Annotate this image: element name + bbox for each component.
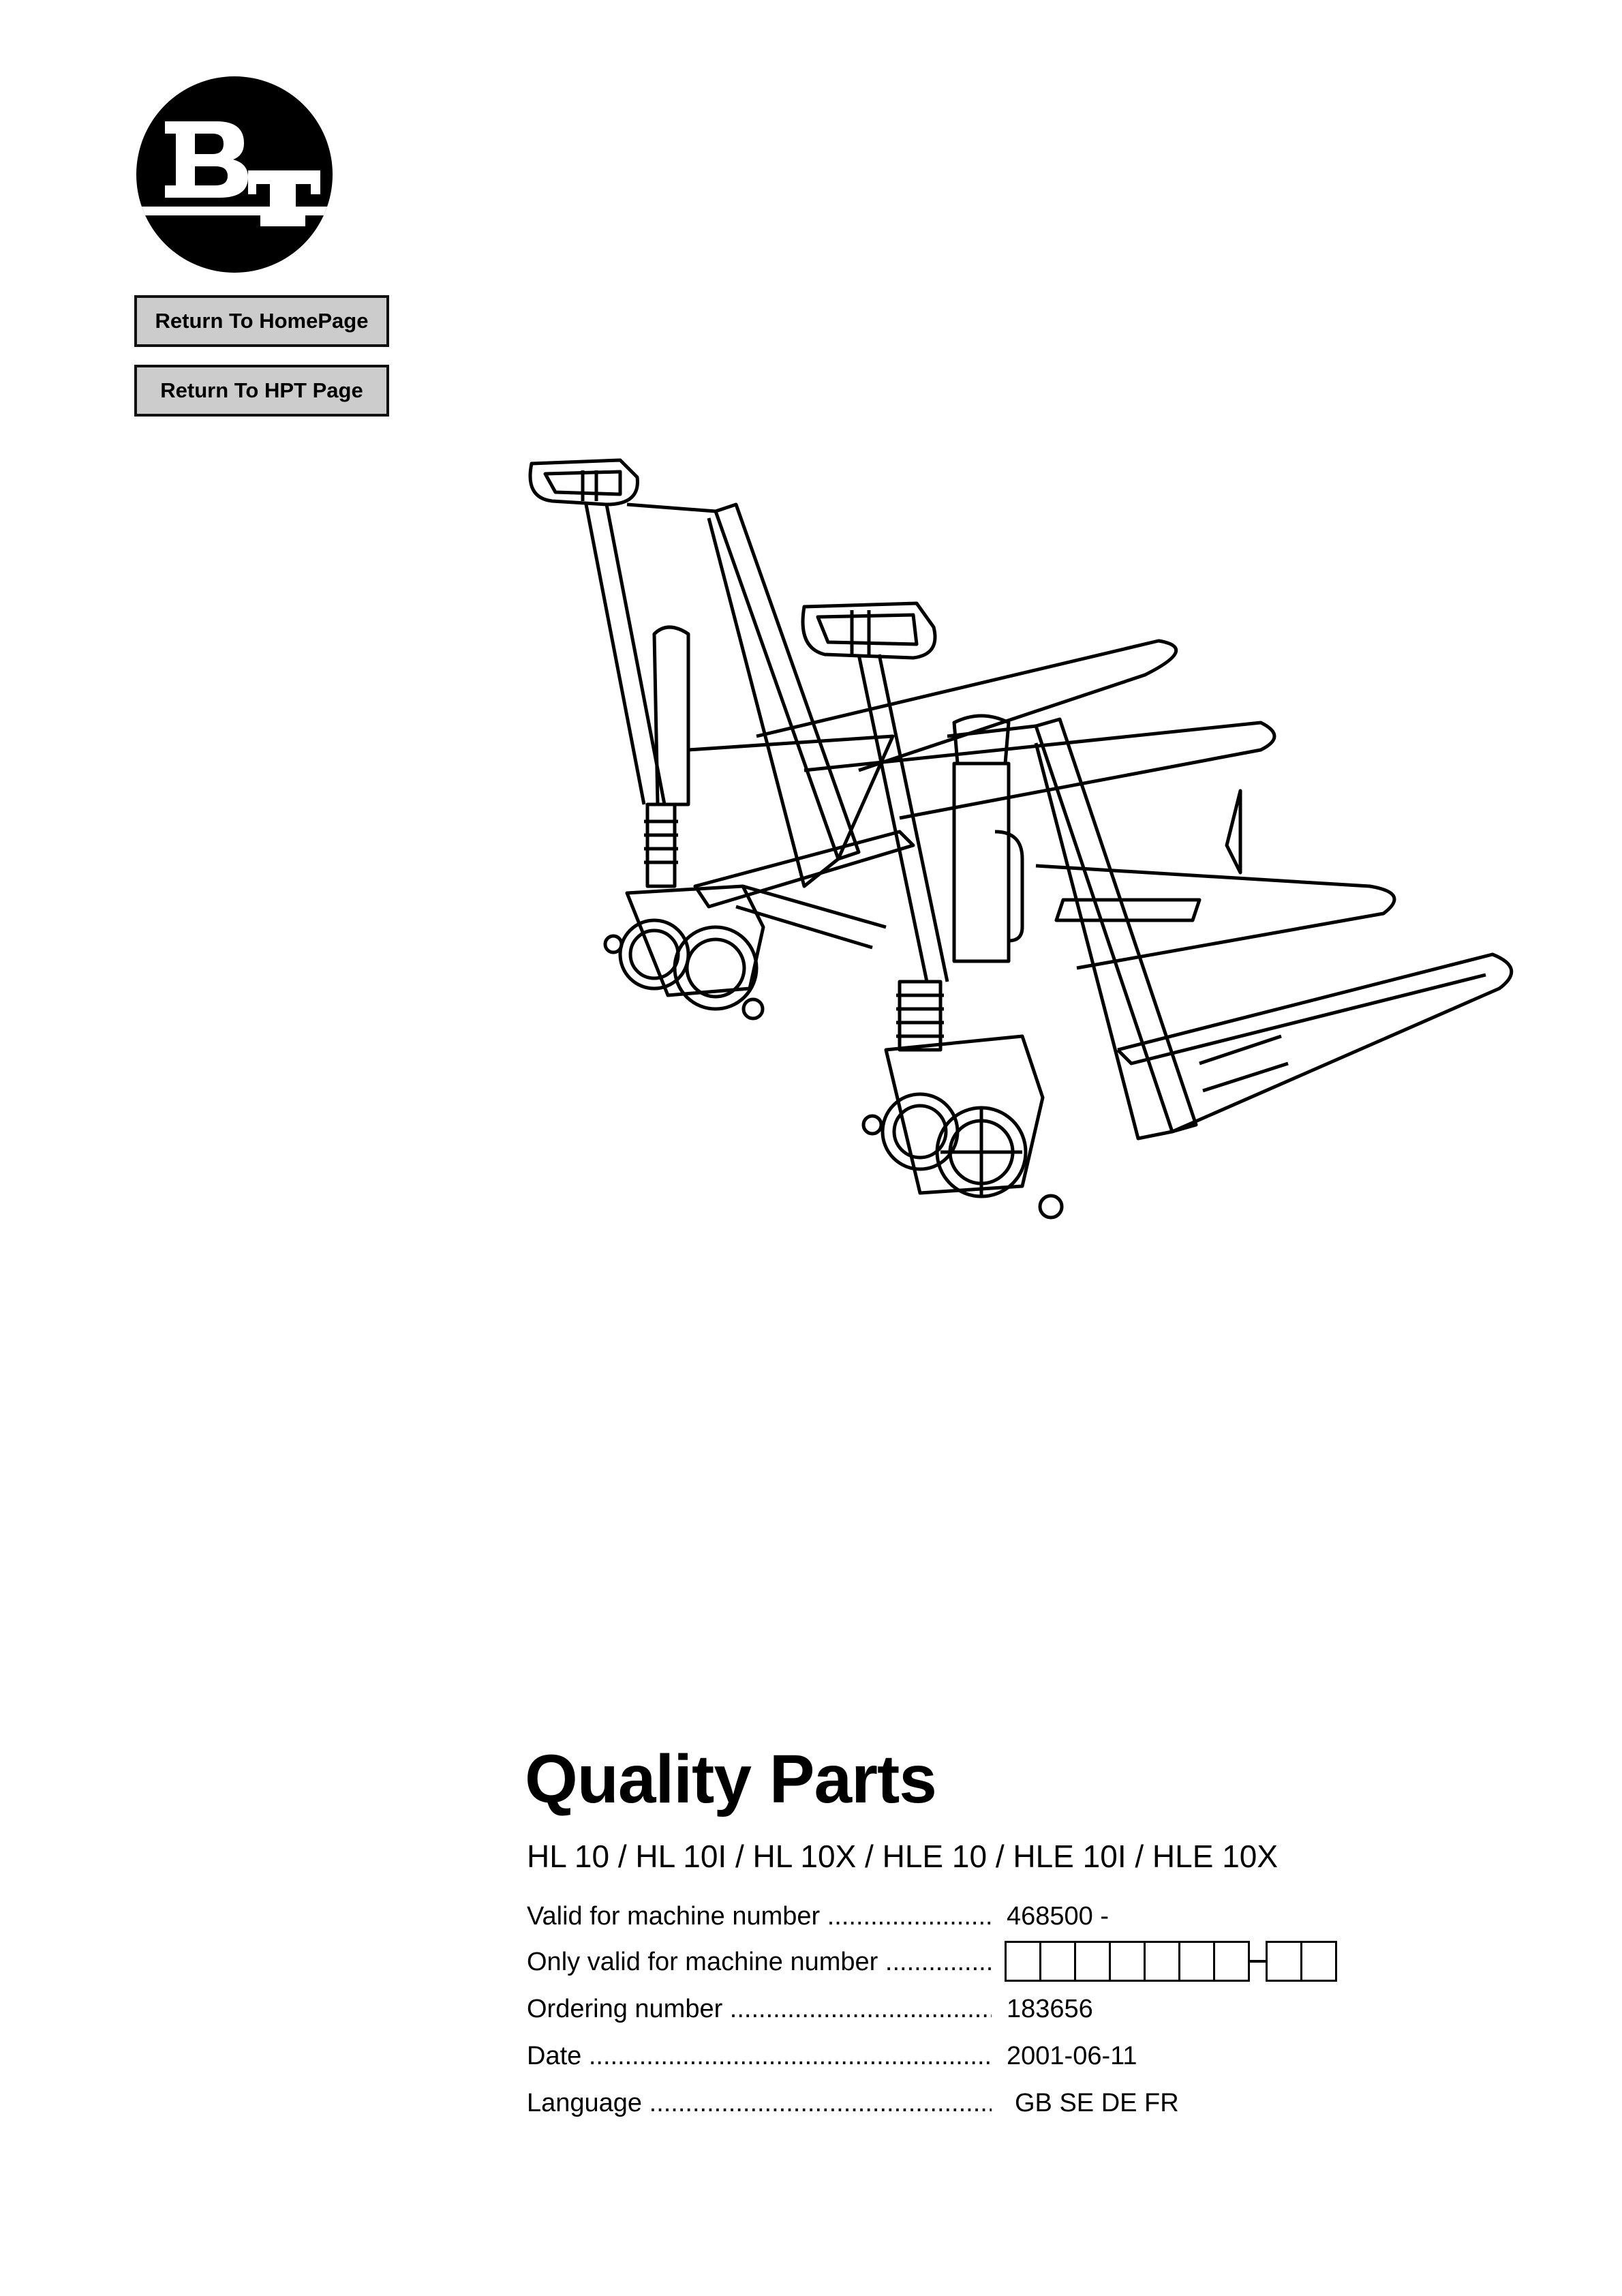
- bt-logo: [136, 76, 333, 273]
- field-ordering-number: Ordering number 183656: [527, 1992, 1413, 2026]
- digit-box: [1266, 1941, 1302, 1982]
- digit-box: [1144, 1941, 1180, 1982]
- field-value: 468500 -: [1007, 1902, 1110, 1931]
- field-label: Language: [527, 2086, 992, 2120]
- digit-box: [1178, 1941, 1215, 1982]
- field-value: 2001-06-11: [1007, 2042, 1137, 2070]
- separator-dash: [1249, 1960, 1266, 1963]
- return-to-hpt-page-button[interactable]: Return To HPT Page: [134, 365, 389, 417]
- field-value: 183656: [1007, 1995, 1093, 2023]
- pallet-truck-front: [801, 601, 1514, 1220]
- return-to-homepage-button[interactable]: Return To HomePage: [134, 295, 389, 347]
- model-list: HL 10 / HL 10I / HL 10X / HLE 10 / HLE 1…: [527, 1839, 1279, 1874]
- field-date: Date 2001-06-11: [527, 2039, 1413, 2073]
- digit-box: [1213, 1941, 1250, 1982]
- field-language: Language GB SE DE FR: [527, 2086, 1413, 2120]
- field-valid-for-machine-number: Valid for machine number 468500 -: [527, 1899, 1413, 1933]
- digit-box: [1005, 1941, 1041, 1982]
- field-label: Ordering number: [527, 1992, 992, 2026]
- field-only-valid-for-machine-number: Only valid for machine number: [527, 1941, 1413, 1982]
- digit-box: [1039, 1941, 1076, 1982]
- digit-box: [1109, 1941, 1146, 1982]
- pallet-truck-illustration: [528, 458, 1514, 1220]
- field-label: Date: [527, 2039, 992, 2073]
- field-value: GB SE DE FR: [1015, 2089, 1179, 2117]
- field-label: Only valid for machine number: [527, 1945, 992, 1979]
- pallet-truck-rear: [528, 458, 1276, 1021]
- digit-box: [1074, 1941, 1111, 1982]
- digit-box: [1300, 1941, 1337, 1982]
- document-title: Quality Parts: [525, 1741, 937, 1817]
- field-label: Valid for machine number: [527, 1899, 992, 1933]
- machine-number-boxes: [1005, 1941, 1337, 1982]
